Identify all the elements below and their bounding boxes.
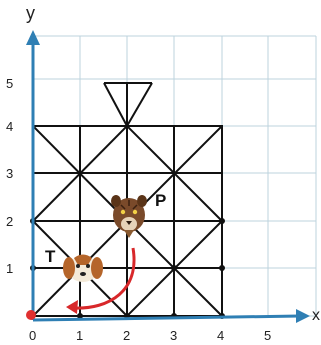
y-axis-arrow-icon — [26, 30, 40, 45]
node-dot — [171, 265, 177, 271]
tiger-icon — [111, 195, 147, 238]
y-tick-label: 3 — [6, 166, 13, 181]
origin-marker — [26, 310, 36, 320]
y-tick-label: 4 — [6, 119, 13, 134]
x-tick-label: 0 — [29, 328, 36, 343]
y-tick-label: 1 — [6, 261, 13, 276]
dog-icon — [63, 254, 103, 282]
y-tick-label: 5 — [6, 76, 13, 91]
axes: x y — [26, 3, 320, 324]
y-axis-label: y — [26, 3, 35, 23]
x-tick-label: 2 — [123, 328, 130, 343]
move-arrowhead-icon — [66, 300, 78, 314]
y-tick-label: 2 — [6, 214, 13, 229]
x-tick-label: 3 — [170, 328, 177, 343]
board-diagonal — [32, 125, 128, 222]
x-tick-label: 1 — [76, 328, 83, 343]
node-dot — [219, 218, 225, 224]
x-axis-label: x — [312, 307, 320, 324]
x-tick-label: 5 — [264, 328, 271, 343]
x-tick-labels: 0 1 2 3 4 5 — [29, 328, 271, 343]
node-dot — [77, 313, 83, 319]
dog-piece: T — [45, 247, 103, 282]
move-arrow — [71, 247, 136, 310]
x-axis-arrow-icon — [296, 309, 310, 323]
triangle-side — [103, 82, 128, 127]
dog-label: T — [45, 247, 56, 266]
tiger-label: P — [155, 191, 166, 210]
y-tick-labels: 1 2 3 4 5 — [6, 76, 13, 276]
tiger-piece: P — [111, 191, 166, 238]
move-path — [66, 247, 136, 314]
node-dot — [219, 265, 225, 271]
x-axis-line — [32, 314, 301, 322]
x-tick-label: 4 — [217, 328, 224, 343]
triangle-side — [126, 82, 153, 127]
